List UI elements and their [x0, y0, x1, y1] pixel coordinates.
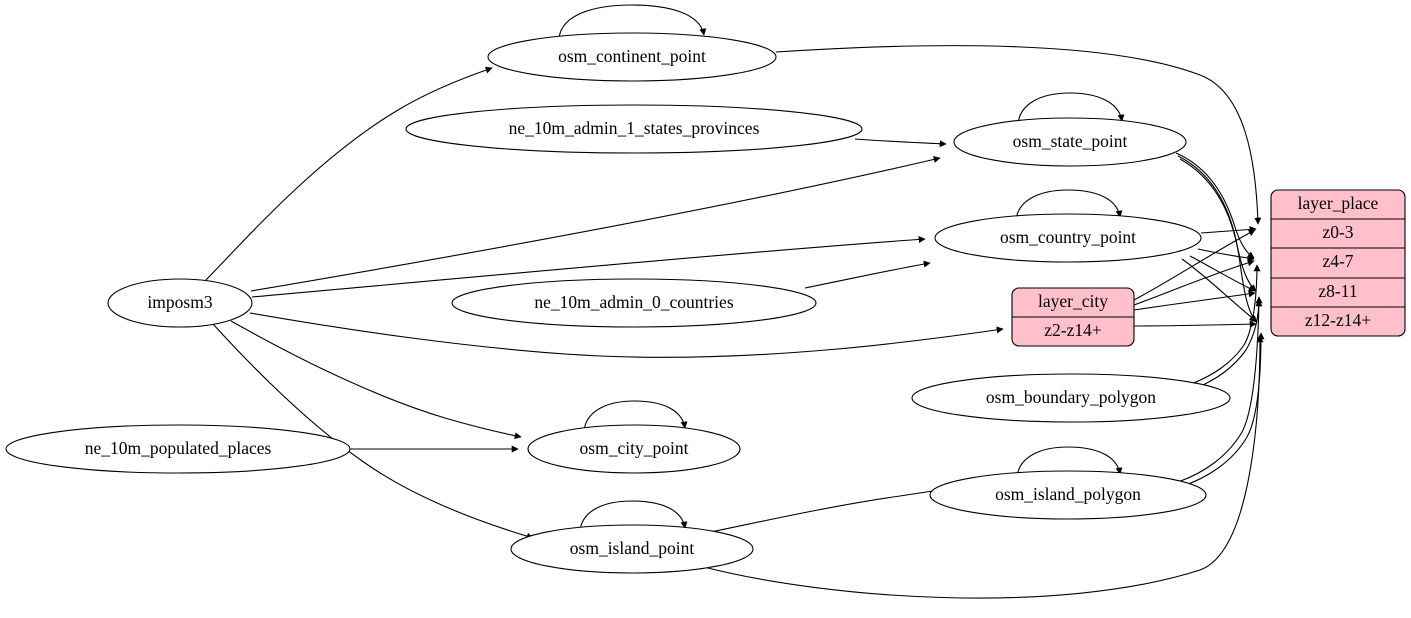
edge-osm-country-point-to-layer-place-z12-z14	[1181, 258, 1257, 322]
edge-osm-island-point-to-layer-place-z12-z14	[699, 335, 1264, 599]
record-field-layer-place-z8-11[interactable]: z8-11	[1318, 281, 1357, 301]
record-field-layer-place-z12-z14[interactable]: z12-z14+	[1305, 310, 1371, 330]
edge-osm-country-point-to-layer-place-z8-11	[1189, 255, 1256, 292]
node-label-osm-boundary-polygon: osm_boundary_polygon	[986, 387, 1156, 407]
node-osm-state-point[interactable]: osm_state_point	[953, 117, 1187, 167]
edge-imposm3-to-osm-city-point	[230, 320, 522, 440]
edge-osm-island-polygon-self-loop	[1016, 446, 1123, 478]
node-osm-island-point[interactable]: osm_island_point	[510, 524, 754, 574]
node-label-osm-island-point: osm_island_point	[570, 538, 695, 558]
node-osm-country-point[interactable]: osm_country_point	[934, 213, 1202, 263]
edge-osm-continent-point-self-loop	[558, 4, 707, 39]
node-label-imposm3: imposm3	[147, 292, 212, 312]
node-label-ne-countries: ne_10m_admin_0_countries	[534, 292, 733, 312]
edge-osm-island-point-self-loop	[579, 500, 688, 532]
edge-imposm3-to-osm-country-point	[251, 235, 926, 298]
node-label-osm-state-point: osm_state_point	[1013, 131, 1128, 151]
edge-imposm3-to-osm-island-point	[212, 323, 534, 540]
edge-layer-city-to-layer-place-z0-3	[1133, 229, 1256, 301]
node-label-osm-island-polygon: osm_island_polygon	[995, 484, 1141, 504]
edge-osm-island-polygon-to-layer-place-z8-11	[1177, 299, 1263, 483]
edge-osm-boundary-polygon-to-layer-place-z8-11	[1195, 296, 1263, 389]
record-field-layer-place-title: layer_place	[1298, 193, 1379, 213]
node-label-osm-city-point: osm_city_point	[580, 438, 689, 458]
edge-osm-state-point-self-loop	[1017, 92, 1125, 125]
node-label-ne-states: ne_10m_admin_1_states_provinces	[509, 118, 760, 138]
edge-layer-city-to-layer-place-z8-11	[1133, 290, 1256, 311]
edge-ne-states-to-osm-state-point	[854, 138, 947, 148]
node-label-osm-country-point: osm_country_point	[1000, 227, 1136, 247]
node-osm-island-polygon[interactable]: osm_island_polygon	[929, 470, 1207, 520]
node-osm-city-point[interactable]: osm_city_point	[527, 424, 741, 474]
edge-osm-country-point-to-layer-place-z0-3	[1200, 225, 1257, 234]
edge-osm-state-point-to-layer-place-z4-7	[1175, 152, 1255, 259]
edge-osm-boundary-polygon-to-layer-place-z4-7	[1190, 264, 1261, 385]
record-layer-city[interactable]: layer_city z2-z14+	[1011, 287, 1135, 347]
node-ne-10m-admin-0-countries[interactable]: ne_10m_admin_0_countries	[451, 278, 817, 328]
edge-ne-countries-to-osm-country-point	[804, 260, 931, 289]
node-imposm3[interactable]: imposm3	[107, 278, 253, 328]
edge-osm-country-point-self-loop	[1015, 189, 1123, 221]
edge-imposm3-to-osm-state-point	[250, 156, 941, 292]
record-field-layer-city-z2-z14[interactable]: z2-z14+	[1044, 320, 1102, 340]
edge-layer-city-to-layer-place-z12-z14	[1133, 320, 1257, 328]
record-layer-place[interactable]: layer_place z0-3 z4-7 z8-11 z12-z14+	[1270, 189, 1406, 337]
node-osm-continent-point[interactable]: osm_continent_point	[487, 32, 777, 82]
node-label-ne-populated: ne_10m_populated_places	[85, 438, 272, 458]
edges-layer	[204, 4, 1265, 599]
nodes-layer: imposm3 ne_10m_admin_1_states_provinces …	[5, 32, 1231, 574]
record-field-layer-place-z4-7[interactable]: z4-7	[1322, 251, 1353, 271]
record-field-layer-place-z0-3[interactable]: z0-3	[1322, 222, 1353, 242]
node-osm-boundary-polygon[interactable]: osm_boundary_polygon	[911, 373, 1231, 423]
edge-layer-city-to-layer-place-z4-7	[1133, 259, 1255, 306]
node-label-osm-continent-point: osm_continent_point	[558, 46, 706, 66]
edge-imposm3-to-osm-continent-point	[204, 66, 493, 282]
edge-osm-island-polygon-to-layer-place-z12-z14	[1179, 332, 1265, 488]
edge-osm-country-point-to-layer-place-z4-7	[1197, 248, 1255, 262]
edge-osm-city-point-self-loop	[583, 400, 688, 432]
edge-osm-state-point-to-layer-place-z12-z14	[1179, 158, 1258, 323]
edge-osm-island-point-to-osm-island-polygon	[705, 484, 960, 534]
edge-imposm3-to-layer-city	[249, 312, 1004, 358]
record-field-layer-city-title: layer_city	[1038, 291, 1108, 311]
node-ne-10m-admin-1-states-provinces[interactable]: ne_10m_admin_1_states_provinces	[405, 104, 863, 154]
edge-osm-continent-point-to-layer-place-z0-3	[775, 45, 1262, 225]
node-ne-10m-populated-places[interactable]: ne_10m_populated_places	[5, 424, 351, 474]
